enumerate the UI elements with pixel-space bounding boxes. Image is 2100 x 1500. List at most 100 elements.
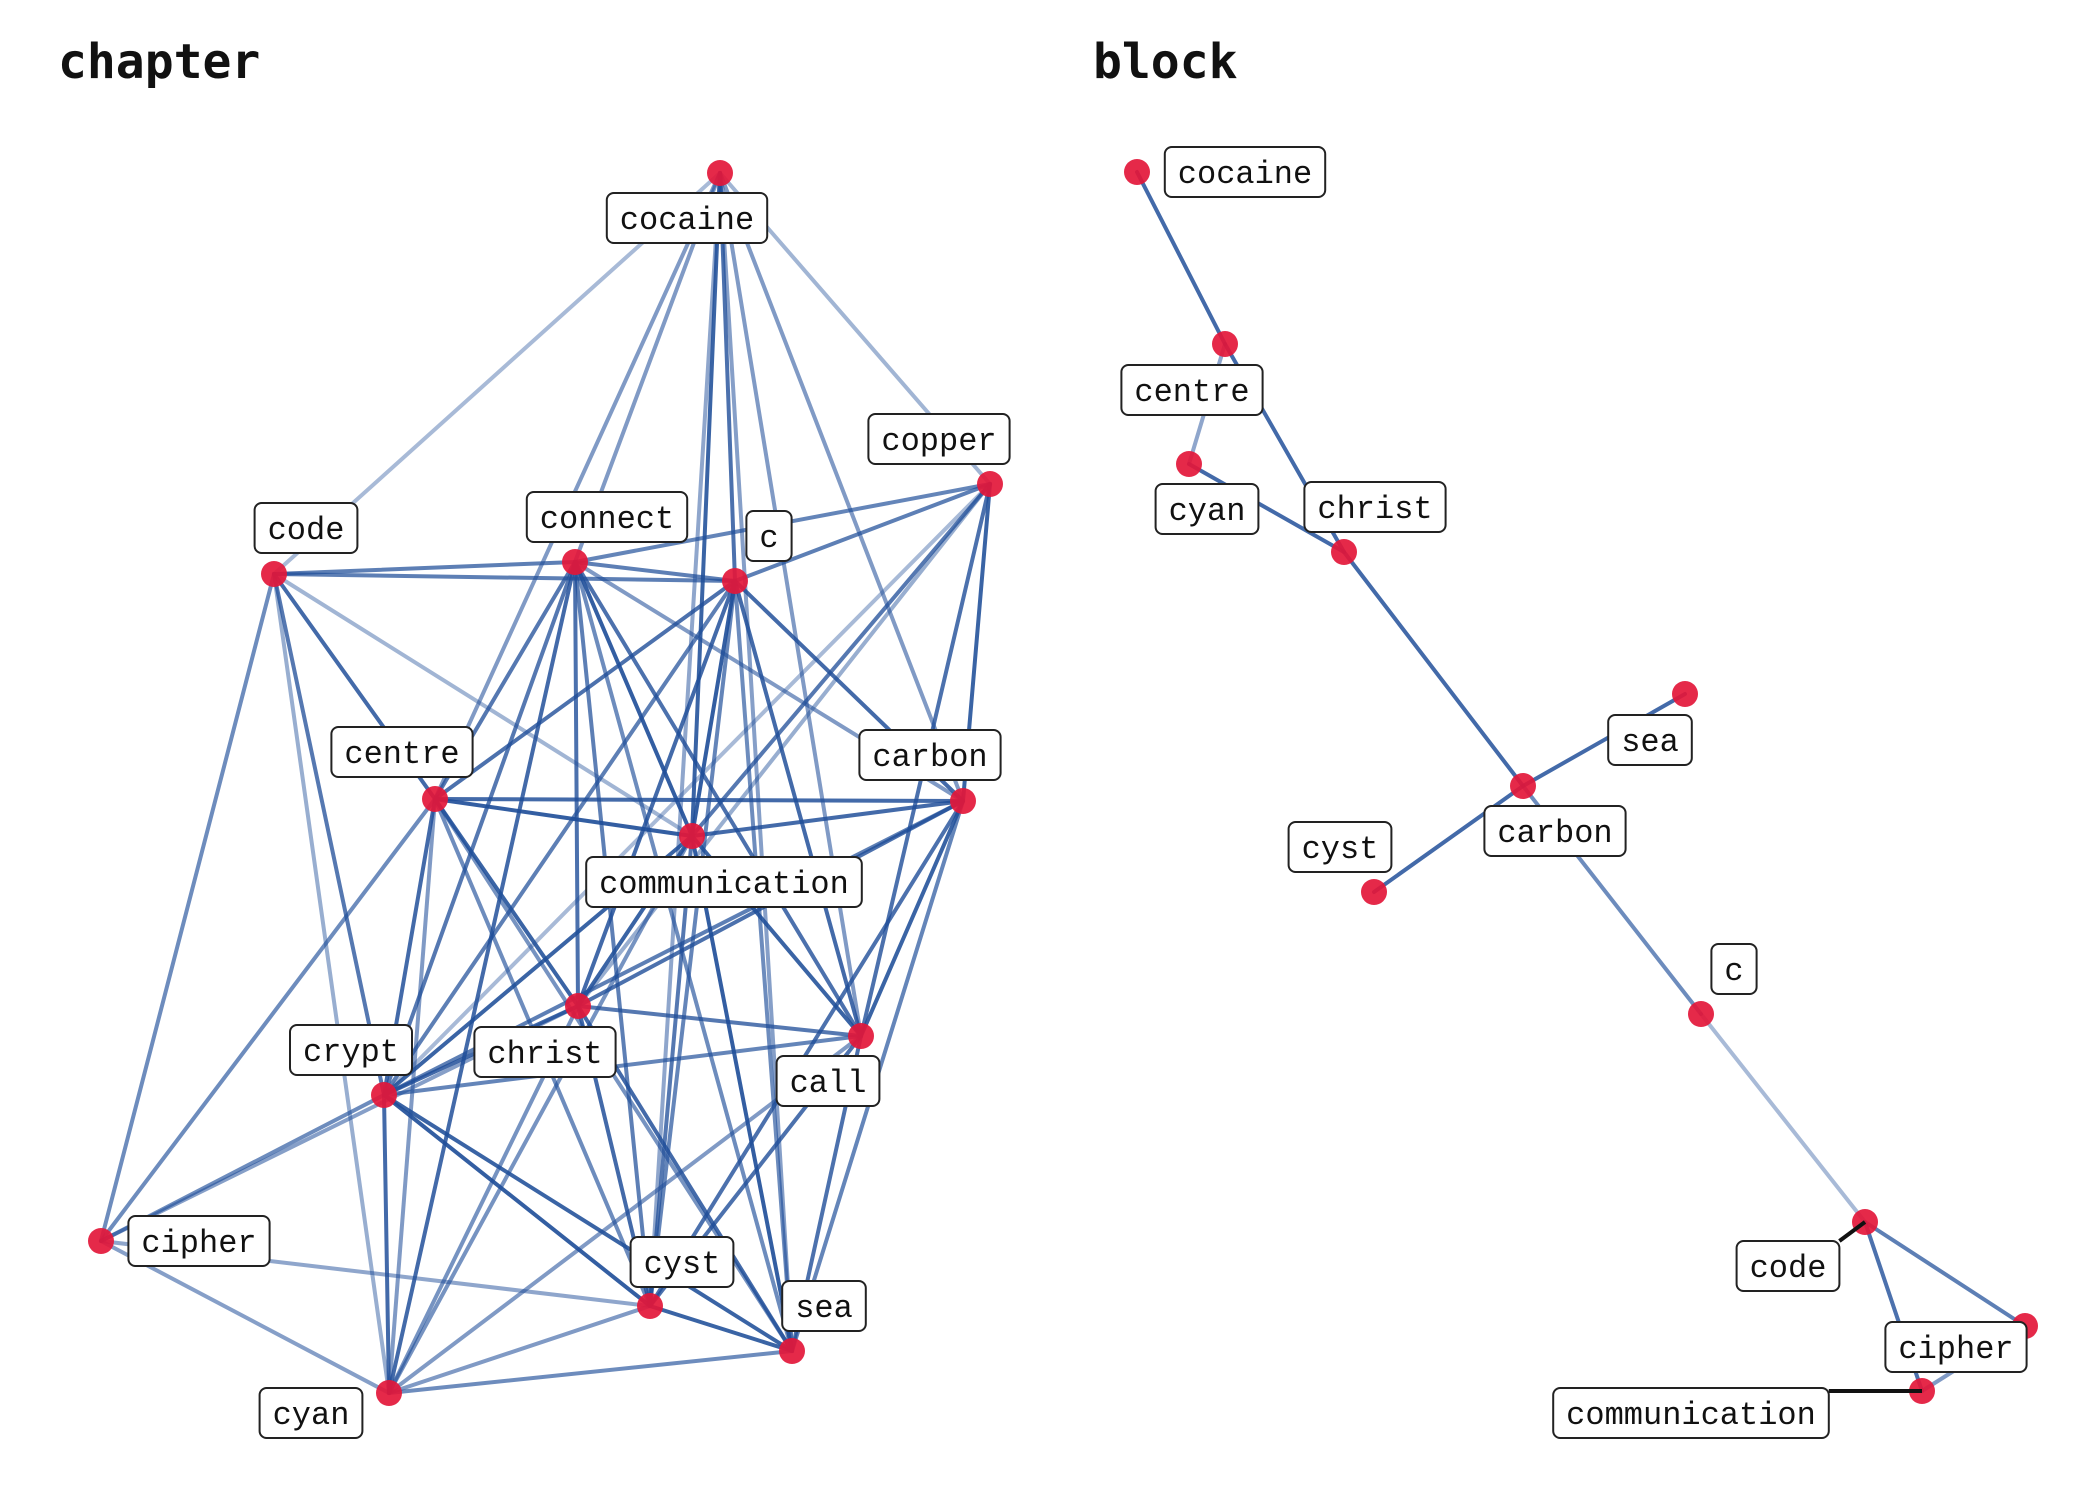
node-label-connect: connect (525, 491, 689, 543)
edge-centre-communication (433, 797, 694, 838)
edge-carbon-cyst (648, 799, 965, 1308)
node-label-cocaine: cocaine (1163, 146, 1327, 198)
node-label-text: cyan (273, 1397, 350, 1434)
edge-c-code (1699, 1012, 1867, 1224)
node-label-call: call (775, 1055, 881, 1107)
node-label-box (585, 856, 863, 908)
node-label-communication: communication (585, 856, 863, 908)
node-label-box (330, 726, 474, 778)
node-label-box (289, 1024, 413, 1076)
edge-cocaine-centre (1135, 170, 1227, 346)
node-cyst[interactable] (1361, 879, 1387, 905)
node-label-text: christ (1317, 491, 1432, 528)
edge-crypt-sea (382, 1093, 794, 1353)
node-communication[interactable] (679, 823, 705, 849)
node-label-text: call (790, 1065, 867, 1102)
node-label-crypt: crypt (289, 1024, 413, 1076)
node-code[interactable] (261, 561, 287, 587)
node-label-text: sea (1621, 724, 1679, 761)
edge-centre-cyan (387, 797, 437, 1395)
node-label-text: code (1750, 1250, 1827, 1287)
edge-connect-christ (573, 560, 580, 1008)
node-label-text: code (268, 512, 345, 549)
node-label-centre: centre (1120, 364, 1264, 416)
node-label-box (1710, 943, 1758, 995)
node-sea[interactable] (779, 1338, 805, 1364)
node-label-text: cyst (1302, 831, 1379, 868)
node-label-text: centre (344, 736, 459, 773)
edge-cocaine-communication (690, 171, 722, 838)
node-carbon[interactable] (950, 788, 976, 814)
edge-communication-cyan (387, 834, 694, 1395)
edge-cyst-sea (648, 1304, 794, 1353)
node-label-box (1154, 483, 1260, 535)
node-cyst[interactable] (637, 1293, 663, 1319)
edge-code-c (272, 572, 737, 583)
node-centre[interactable] (1212, 331, 1238, 357)
edge-carbon-call (859, 799, 965, 1038)
node-label-text: cipher (1898, 1331, 2013, 1368)
node-cyan[interactable] (376, 1380, 402, 1406)
node-label-text: centre (1134, 374, 1249, 411)
node-christ[interactable] (1331, 539, 1357, 565)
node-label-text: copper (881, 423, 996, 460)
node-label-box (867, 413, 1011, 465)
node-c[interactable] (1688, 1001, 1714, 1027)
node-label-text: communication (1566, 1397, 1816, 1434)
node-label-text: sea (795, 1290, 853, 1327)
node-label-box (258, 1387, 364, 1439)
node-label-text: cyst (644, 1246, 721, 1283)
node-copper[interactable] (977, 471, 1003, 497)
node-carbon[interactable] (1510, 773, 1536, 799)
edge-layer-chapter (99, 171, 992, 1395)
node-centre[interactable] (422, 786, 448, 812)
node-cipher[interactable] (88, 1228, 114, 1254)
node-call[interactable] (848, 1023, 874, 1049)
node-label-text: c (1724, 953, 1743, 990)
node-label-box (781, 1280, 867, 1332)
node-sea[interactable] (1672, 681, 1698, 707)
node-label-cyst: cyst (1287, 821, 1393, 873)
node-layer-chapter (88, 160, 1003, 1406)
edge-crypt-call (382, 1034, 863, 1097)
node-label-text: cyan (1169, 493, 1246, 530)
edge-copper-communication (690, 482, 992, 838)
node-label-christ: christ (1303, 481, 1447, 533)
edge-connect-communication (573, 560, 694, 838)
edge-cyan-christ (1187, 462, 1346, 554)
node-label-text: crypt (303, 1034, 399, 1071)
edge-christ-carbon (1342, 550, 1525, 788)
node-cyan[interactable] (1176, 451, 1202, 477)
edge-crypt-cyst (382, 1093, 652, 1308)
node-label-box (1120, 364, 1264, 416)
node-c[interactable] (722, 568, 748, 594)
node-label-carbon: carbon (1483, 805, 1627, 857)
node-label-copper: copper (867, 413, 1011, 465)
node-label-box (745, 510, 793, 562)
edge-code-communication (272, 572, 694, 838)
node-connect[interactable] (562, 549, 588, 575)
edge-c-crypt (382, 579, 737, 1097)
node-label-box (1303, 481, 1447, 533)
edge-carbon-sea (1521, 692, 1687, 788)
node-cocaine[interactable] (1124, 159, 1150, 185)
node-label-code: code (253, 502, 359, 554)
node-christ[interactable] (565, 993, 591, 1019)
node-label-cipher: cipher (1884, 1321, 2028, 1373)
node-label-box (525, 491, 689, 543)
node-label-text: carbon (1497, 815, 1612, 852)
node-label-text: communication (599, 866, 849, 903)
node-label-box (1163, 146, 1327, 198)
node-crypt[interactable] (371, 1082, 397, 1108)
node-label-cipher: cipher (127, 1215, 271, 1267)
node-label-cyst: cyst (629, 1236, 735, 1288)
edge-copper-crypt (382, 482, 992, 1097)
node-label-christ: christ (473, 1026, 617, 1078)
node-cocaine[interactable] (707, 160, 733, 186)
edge-cyst-cyan (387, 1304, 652, 1395)
edge-c-call (733, 579, 863, 1038)
edge-code-cipher (1863, 1220, 2027, 1328)
